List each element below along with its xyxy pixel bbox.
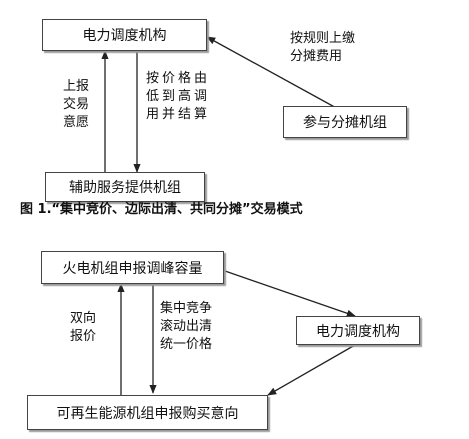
arrow-dispatch-to-renewable: [267, 344, 356, 396]
label-two-way-bid: 双向 报价: [70, 311, 97, 344]
label-report-intent: 上报 交易 意愿: [63, 79, 90, 130]
arrow-thermal-to-dispatch: [224, 270, 356, 317]
dispatch-box-1: 电力调度机构: [42, 19, 207, 51]
label-clearing: 集中竞争 滚动出清 统一价格: [160, 301, 213, 352]
label-settle: 按价格由 低到高调 用并结算: [146, 71, 211, 122]
thermal-box: 火电机组申报调峰容量: [41, 251, 224, 284]
figure-caption: 图 1.“集中竞价、边际出清、共同分摊”交易模式: [20, 202, 303, 217]
provider-box: 辅助服务提供机组: [45, 172, 205, 202]
arrow-share-to-dispatch: [206, 36, 341, 111]
renewable-box: 可再生能源机组申报购买意向: [27, 395, 268, 430]
dispatch-box-2: 电力调度机构: [296, 316, 420, 345]
label-pay-fee: 按规则上缴 分摊费用: [290, 31, 356, 64]
share-box: 参与分摊机组: [283, 106, 407, 138]
